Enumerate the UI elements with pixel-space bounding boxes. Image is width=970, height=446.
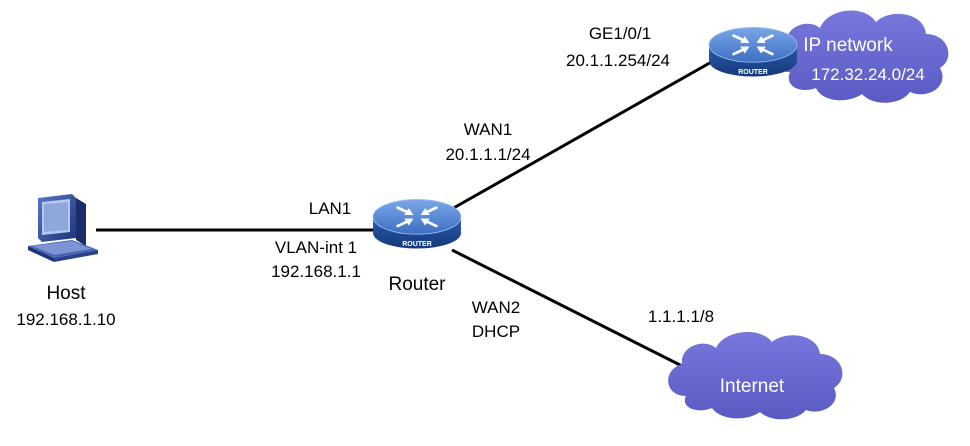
internet-name-label: Internet	[720, 376, 785, 397]
wan2-label: WAN2	[472, 298, 521, 317]
wan1-label: WAN1	[464, 120, 513, 139]
internet-ip-label: 1.1.1.1/8	[648, 307, 714, 326]
router-badge: ROUTER	[402, 241, 432, 248]
remote-ip-label: 20.1.1.254/24	[566, 51, 670, 70]
host-ip-label: 192.168.1.10	[16, 310, 115, 329]
remote-router-icon: ROUTER	[707, 26, 799, 78]
wan2-mode-label: DHCP	[472, 322, 520, 341]
link-wan2-internet	[451, 248, 687, 370]
link-wan1-remote-router	[449, 54, 723, 212]
ip-network-cloud-icon	[773, 10, 949, 103]
ge-port-label: GE1/0/1	[589, 24, 651, 43]
links	[96, 54, 723, 370]
lan-ip-label: 192.168.1.1	[271, 262, 361, 281]
vlan-int-label: VLAN-int 1	[275, 238, 357, 257]
host-computer-icon	[28, 194, 98, 262]
host-name-label: Host	[46, 283, 86, 304]
router-name-label: Router	[388, 274, 446, 295]
ip-network-subnet-label: 172.32.24.0/24	[811, 65, 924, 84]
wan1-ip-label: 20.1.1.1/24	[445, 145, 530, 164]
internet-cloud-icon	[668, 331, 843, 420]
ip-network-name-label: IP network	[803, 35, 893, 56]
lan1-label: LAN1	[309, 199, 352, 218]
remote-router-badge: ROUTER	[738, 69, 768, 76]
router-icon: ROUTER	[371, 198, 463, 250]
